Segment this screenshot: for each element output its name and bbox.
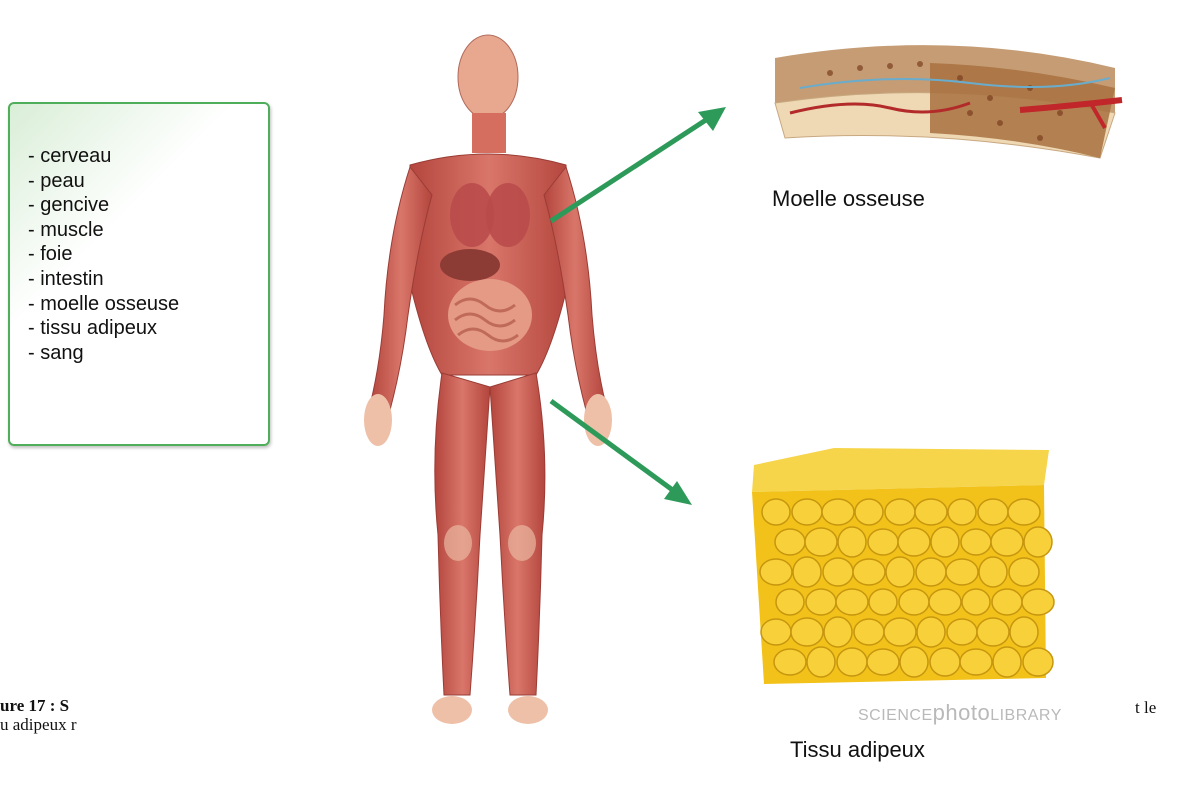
fat-cell: [1009, 558, 1039, 586]
fat-cell: [900, 647, 928, 677]
fat-cell: [868, 529, 898, 555]
fat-cell: [948, 499, 976, 525]
fat-cell: [838, 527, 866, 557]
bone-marrow-label: Moelle osseuse: [772, 186, 925, 212]
fat-cell: [916, 558, 946, 586]
fat-cell: [774, 649, 806, 675]
fat-cell: [931, 527, 959, 557]
figure-caption-line1-tail: t le: [1135, 698, 1156, 718]
watermark-part: LIBRARY: [990, 707, 1062, 724]
watermark-part: photo: [933, 700, 991, 725]
bone-marrow-illustration: [770, 18, 1130, 168]
fat-cell: [791, 618, 823, 646]
fat-cell: [793, 557, 821, 587]
fat-cell: [993, 647, 1021, 677]
fat-cell: [806, 589, 836, 615]
fat-cell: [761, 619, 791, 645]
fat-cell: [1024, 527, 1052, 557]
fat-cell: [855, 499, 883, 525]
figure-caption-line1: ure 17 : S: [0, 696, 69, 716]
fat-cell: [977, 618, 1009, 646]
fat-cell: [805, 528, 837, 556]
watermark: SCIENCEphotoLIBRARY: [858, 700, 1062, 726]
fat-cell: [884, 618, 916, 646]
fat-cell: [853, 559, 885, 585]
fat-cell: [960, 649, 992, 675]
fat-cell: [775, 529, 805, 555]
adipose-tissue-label: Tissu adipeux: [790, 737, 925, 763]
fat-cell: [1022, 589, 1054, 615]
fat-cell: [885, 499, 915, 525]
fat-cell: [854, 619, 884, 645]
fat-cell: [930, 648, 960, 676]
fat-cell: [946, 559, 978, 585]
fat-cell: [762, 499, 790, 525]
fat-cell: [869, 589, 897, 615]
fat-cell: [824, 617, 852, 647]
fat-cell: [823, 558, 853, 586]
fat-cell: [886, 557, 914, 587]
fat-cell: [776, 589, 804, 615]
fat-cell: [915, 499, 947, 525]
watermark-part: SCIENCE: [858, 707, 933, 724]
fat-cell: [978, 499, 1008, 525]
fat-cell: [760, 559, 792, 585]
fat-cell: [1023, 648, 1053, 676]
fat-cell: [947, 619, 977, 645]
fat-cell: [822, 499, 854, 525]
fat-cell: [898, 528, 930, 556]
fat-cell: [836, 589, 868, 615]
fat-cell: [792, 499, 822, 525]
fat-cell: [1008, 499, 1040, 525]
figure-caption-line2: u adipeux r: [0, 715, 76, 735]
fat-cell: [837, 648, 867, 676]
fat-cell: [991, 528, 1023, 556]
fat-cell: [992, 589, 1022, 615]
fat-cell: [807, 647, 835, 677]
fat-cell: [917, 617, 945, 647]
fat-cell: [1010, 617, 1038, 647]
fat-cell: [899, 589, 929, 615]
fat-cell: [962, 589, 990, 615]
adipose-tissue-illustration: [744, 440, 1054, 688]
fat-cell: [929, 589, 961, 615]
fat-cell: [961, 529, 991, 555]
fat-cell: [867, 649, 899, 675]
fat-cell: [979, 557, 1007, 587]
